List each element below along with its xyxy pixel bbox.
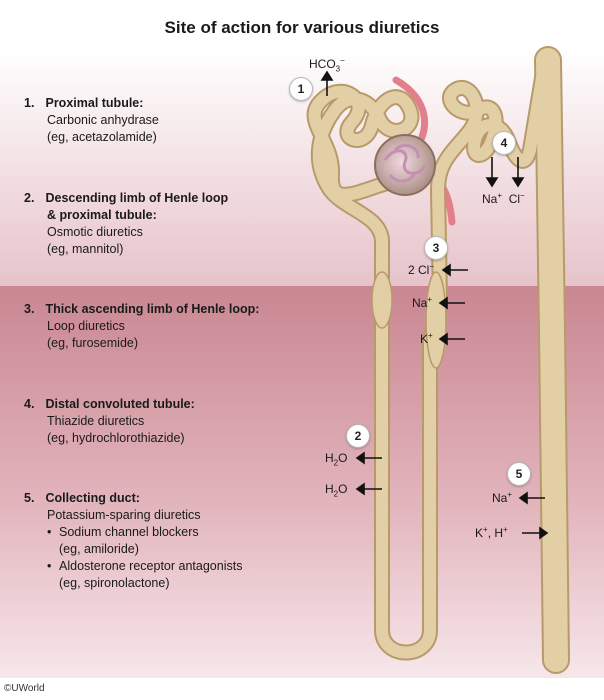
- ion-label-water-2: H2O: [325, 482, 348, 499]
- legend-number: 1.: [24, 96, 35, 110]
- site-badge-2: 2: [346, 424, 370, 448]
- legend-heading: Proximal tubule:: [45, 96, 144, 110]
- legend-number: 2.: [24, 191, 35, 205]
- legend-line: Carbonic anhydrase: [47, 113, 159, 127]
- legend-line: Osmotic diuretics: [47, 225, 143, 239]
- nephron-tubule: [308, 48, 568, 672]
- ion-label-potassium-hydrogen: K+, H+: [475, 525, 508, 540]
- legend-item-distal-convoluted-tubule: 4. Distal convoluted tubule: Thiazide di…: [24, 396, 195, 447]
- ion-label-bicarbonate: HCO3−: [309, 56, 345, 74]
- copyright-notice: ©UWorld: [4, 683, 45, 694]
- legend-heading: Descending limb of Henle loop: [45, 191, 229, 205]
- legend-bullet-sub: (eg, amiloride): [59, 542, 139, 556]
- legend-bullet: •Sodium channel blockers: [24, 524, 242, 541]
- legend-bullet-sub: (eg, spironolactone): [59, 576, 170, 590]
- legend-number: 4.: [24, 397, 35, 411]
- site-badge-3: 3: [424, 236, 448, 260]
- site-badge-5: 5: [507, 462, 531, 486]
- site-badge-4: 4: [492, 131, 516, 155]
- legend-line: Potassium-sparing diuretics: [47, 508, 201, 522]
- legend-heading: Distal convoluted tubule:: [45, 397, 195, 411]
- glomerulus: [374, 134, 436, 196]
- thick-limb-segments: [371, 271, 447, 369]
- legend-line: (eg, mannitol): [47, 242, 124, 256]
- diagram-title: Site of action for various diuretics: [164, 18, 440, 37]
- legend-bullet-text: Sodium channel blockers: [59, 525, 199, 539]
- legend-line: (eg, hydrochlorothiazide): [47, 431, 185, 445]
- ion-label-dct-na-cl: Na+ Cl−: [482, 191, 525, 206]
- legend-heading: Collecting duct:: [45, 491, 140, 505]
- legend-number: 5.: [24, 491, 35, 505]
- legend-heading-continued: & proximal tubule:: [47, 208, 157, 222]
- medulla-region: [0, 286, 604, 678]
- ion-label-sodium-tal: Na+: [412, 295, 433, 310]
- site-badge-1: 1: [289, 77, 313, 101]
- transport-arrows: [320, 70, 549, 540]
- legend-item-thick-ascending-limb: 3. Thick ascending limb of Henle loop: L…: [24, 301, 259, 352]
- legend-line: (eg, acetazolamide): [47, 130, 157, 144]
- ion-label-sodium-cd: Na+: [492, 490, 513, 505]
- legend-item-descending-limb: 2. Descending limb of Henle loop & proxi…: [24, 190, 228, 258]
- legend-line: Loop diuretics: [47, 319, 125, 333]
- ion-label-chloride: 2 Cl−: [408, 262, 435, 277]
- legend-bullet-text: Aldosterone receptor antagonists: [59, 559, 243, 573]
- legend-heading: Thick ascending limb of Henle loop:: [45, 302, 260, 316]
- ion-label-potassium-tal: K+: [420, 331, 433, 346]
- legend-bullet: •Aldosterone receptor antagonists: [47, 559, 243, 573]
- legend-number: 3.: [24, 302, 35, 316]
- legend-line: Thiazide diuretics: [47, 414, 145, 428]
- ion-label-water-1: H2O: [325, 451, 348, 468]
- legend-line: (eg, furosemide): [47, 336, 139, 350]
- legend-item-collecting-duct: 5. Collecting duct: Potassium-sparing di…: [24, 490, 242, 592]
- legend-item-proximal-tubule: 1. Proximal tubule: Carbonic anhydrase (…: [24, 95, 159, 146]
